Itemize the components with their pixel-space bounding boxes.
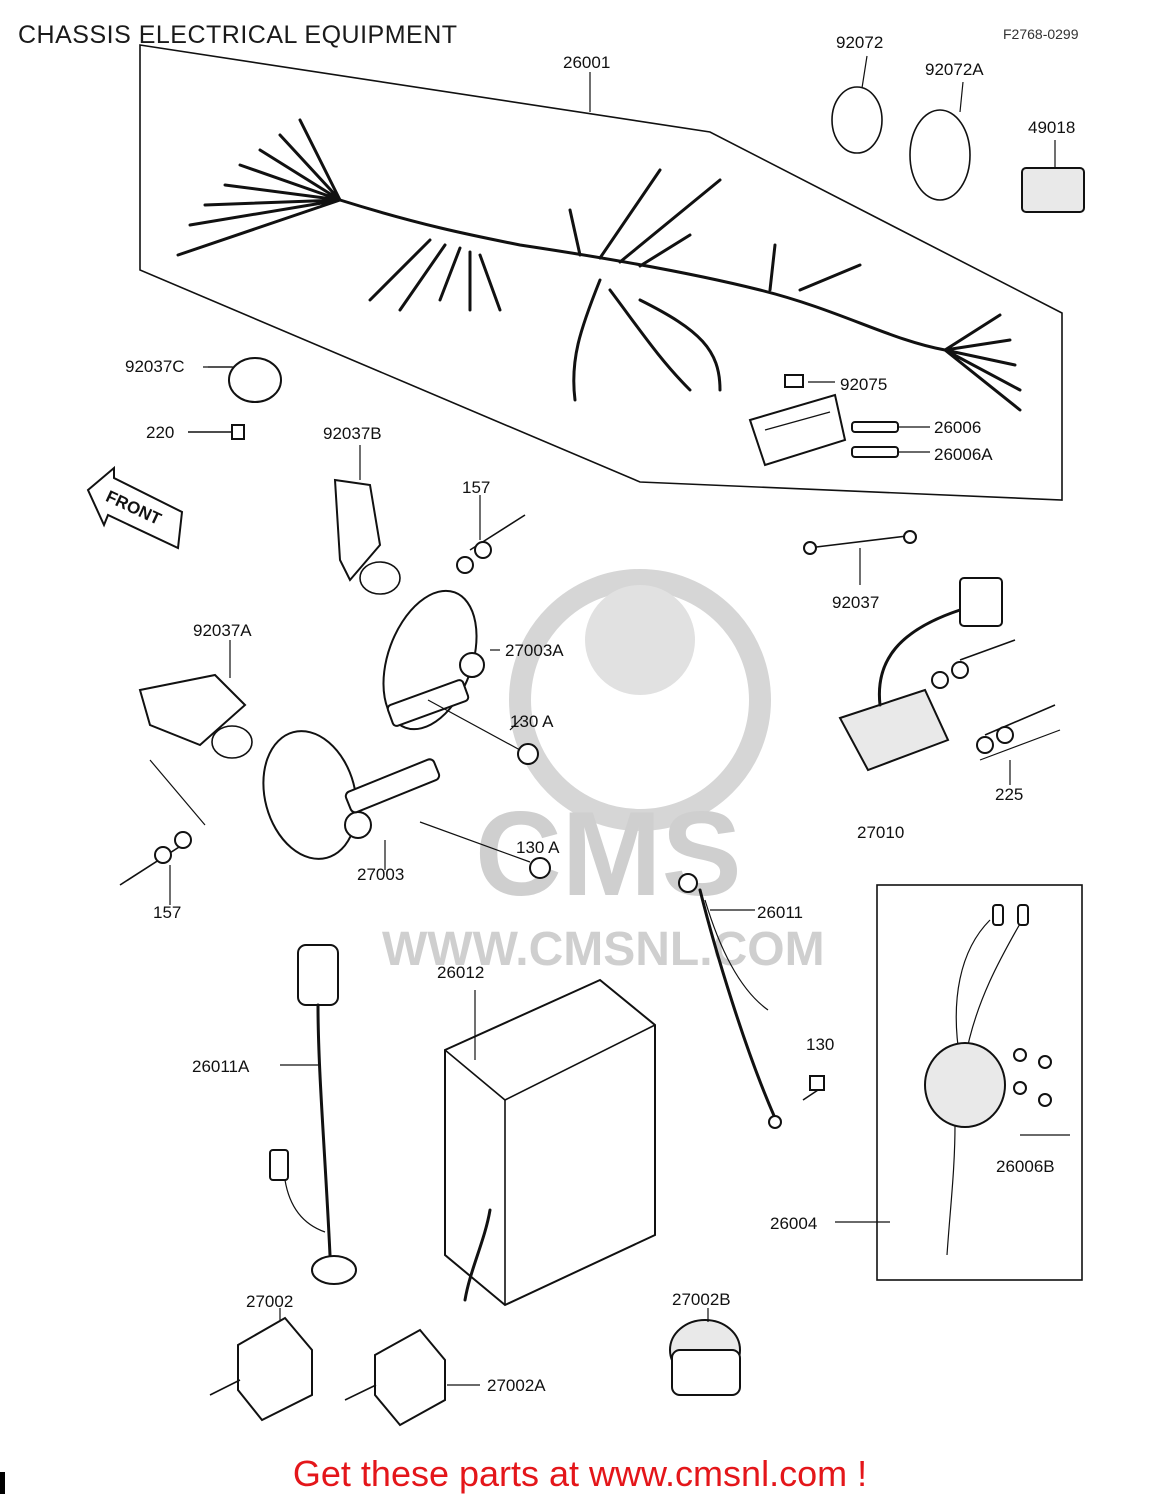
callout-26012: 26012 — [437, 963, 484, 982]
harness-left-branches — [176, 118, 342, 257]
harness-mid-branches — [768, 243, 862, 292]
relay-27002B — [669, 1308, 741, 1396]
callout-26011A: 26011A — [192, 1057, 250, 1076]
callout-130A-lower: 130 A — [516, 838, 560, 857]
harness-main-trunk — [338, 198, 947, 352]
callout-27002A: 27002A — [487, 1376, 546, 1395]
callout-labels: 26001 92072 92072A 49018 92037C 220 9207… — [125, 33, 1075, 1395]
bracket-92037 — [803, 530, 917, 585]
front-arrow-icon: FRONT — [86, 465, 184, 550]
harness-lower-branches — [368, 238, 502, 312]
harness-outline — [139, 44, 1063, 501]
watermark-brand: CMS — [475, 787, 742, 921]
bolt-130A-lower — [419, 821, 551, 879]
callout-27003A: 27003A — [505, 641, 564, 660]
harness-right-branches — [943, 313, 1022, 412]
callout-26006: 26006 — [934, 418, 981, 437]
bolt-220 — [188, 424, 245, 440]
cms-watermark: CMS WWW.CMSNL.COM — [382, 569, 825, 976]
band-clamp-92072A — [909, 81, 971, 201]
horn-27003A — [382, 589, 500, 731]
callout-26004: 26004 — [770, 1214, 817, 1233]
get-parts-link[interactable]: Get these parts at www.cmsnl.com ! — [292, 1453, 868, 1494]
callout-92072A: 92072A — [925, 60, 984, 79]
callout-49018: 49018 — [1028, 118, 1075, 137]
battery-26012 — [444, 978, 656, 1307]
callout-92037C: 92037C — [125, 357, 185, 376]
switch-box-26004 — [835, 884, 1083, 1281]
callout-92072: 92072 — [836, 33, 883, 52]
horn-27003 — [262, 730, 441, 870]
clamp-92075 — [784, 374, 804, 388]
callout-92075: 92075 — [840, 375, 887, 394]
callout-26011: 26011 — [757, 903, 803, 922]
callout-130A-upper: 130 A — [510, 712, 554, 731]
relay-27002 — [209, 1308, 313, 1422]
callout-220: 220 — [146, 423, 174, 442]
watermark-url: WWW.CMSNL.COM — [382, 923, 825, 976]
callout-92037: 92037 — [832, 593, 879, 612]
callout-27003: 27003 — [357, 865, 404, 884]
relay-49018 — [1021, 140, 1085, 213]
bolt-130 — [802, 1075, 825, 1101]
callout-27002B: 27002B — [672, 1290, 731, 1309]
harness-upper-branches — [568, 168, 722, 268]
callout-130: 130 — [806, 1035, 834, 1054]
bracket-92037A — [138, 640, 253, 759]
fuse-box — [748, 393, 847, 467]
callout-92037B: 92037B — [323, 424, 382, 443]
corner-mark — [0, 1472, 5, 1494]
callout-157-lower: 157 — [153, 903, 181, 922]
callout-26006B: 26006B — [996, 1157, 1055, 1176]
callout-27002: 27002 — [246, 1292, 293, 1311]
callout-92037A: 92037A — [193, 621, 252, 640]
cable-26011A — [269, 944, 357, 1285]
callout-26001: 26001 — [563, 53, 610, 72]
diagram-code: F2768-0299 — [1003, 26, 1079, 42]
band-clamp-92072 — [831, 55, 883, 154]
callout-225: 225 — [995, 785, 1023, 804]
harness-down-branches — [572, 278, 722, 402]
fuses-26006 — [851, 421, 930, 458]
relay-27002A — [344, 1328, 480, 1427]
callout-157-upper: 157 — [462, 478, 490, 497]
exploded-view-diagram: CMS WWW.CMSNL.COM — [86, 33, 1085, 1427]
cable-26011 — [678, 873, 782, 1129]
callout-26006A: 26006A — [934, 445, 993, 464]
wiring-harness-panel — [139, 44, 1063, 501]
diagram-title: CHASSIS ELECTRICAL EQUIPMENT — [18, 21, 458, 49]
bracket-92037B — [333, 445, 401, 595]
regulator-27010 — [838, 577, 1061, 772]
leader-lines — [169, 72, 1011, 1066]
clamp-92037C — [203, 357, 282, 403]
callout-27010: 27010 — [857, 823, 904, 842]
bolt-130A-upper — [427, 699, 539, 765]
bolts-157-lower — [119, 759, 206, 886]
bolts-157-upper — [456, 514, 526, 574]
